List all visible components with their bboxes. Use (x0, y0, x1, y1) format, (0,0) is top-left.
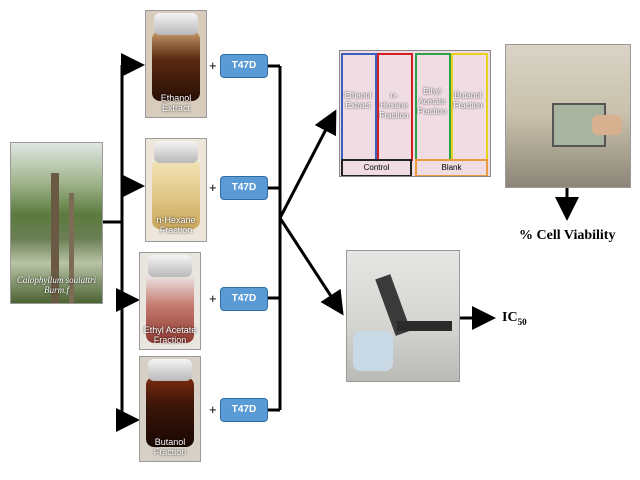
plus-sign: + (209, 180, 217, 195)
t47d-box: T47D (220, 287, 268, 311)
tree-trunk-secondary (69, 193, 74, 303)
jar-butanol-fraction: Butanol Fraction (139, 356, 201, 462)
jar-label: Butanol Fraction (153, 437, 187, 457)
plant-label: Calophyllum soulattri Burm.f (16, 275, 97, 295)
jar-glass (146, 377, 194, 447)
jar-ethyl-acetate-fraction: Ethyl Acetate Fraction (139, 252, 201, 350)
plus-sign: + (209, 402, 217, 417)
plate-column-label: n-Hexane Fraction (379, 91, 409, 120)
plus-sign: + (209, 58, 217, 73)
plate-column-label: Ethyl Acetate Fraction (417, 87, 447, 116)
jar-label: n-Hexane Fraction (156, 215, 196, 235)
jar-glass (152, 31, 200, 101)
jar-label: Ethanol Extract (160, 93, 192, 113)
plate-column-label: Ethanol Extract (344, 91, 372, 110)
plate-reader-photo (505, 44, 631, 188)
microscope-photo (346, 250, 460, 382)
foil-cap (148, 255, 192, 277)
foil-cap (148, 359, 192, 381)
plate-control-row: Control (341, 159, 412, 176)
plate-blank-row: Blank (415, 159, 488, 176)
foil-cap (154, 141, 198, 163)
ic50-main: IC (502, 310, 518, 325)
cell-viability-label: % Cell Viability (519, 228, 616, 243)
tree-trunk (51, 173, 59, 303)
jar-glass (146, 273, 194, 343)
t47d-box: T47D (220, 398, 268, 422)
plus-sign: + (209, 291, 217, 306)
t47d-box: T47D (220, 176, 268, 200)
ic50-subscript: 50 (517, 316, 527, 327)
ic50-label: IC50 (502, 310, 527, 327)
jar-glass (152, 159, 200, 229)
gloved-hand (353, 331, 393, 371)
t47d-box: T47D (220, 54, 268, 78)
jar-ethanol-extract: Ethanol Extract (145, 10, 207, 118)
microscope-stage (397, 321, 452, 331)
jar-n-hexane-fraction: n-Hexane Fraction (145, 138, 207, 242)
hand (592, 115, 622, 135)
plant-photo: Calophyllum soulattri Burm.f (10, 142, 103, 304)
foil-cap (154, 13, 198, 35)
microplate-photo: Ethanol Extract n-Hexane Fraction Ethyl … (339, 50, 491, 177)
jar-label: Ethyl Acetate Fraction (143, 325, 197, 345)
plate-column-label: Butanol Fraction (453, 91, 483, 110)
